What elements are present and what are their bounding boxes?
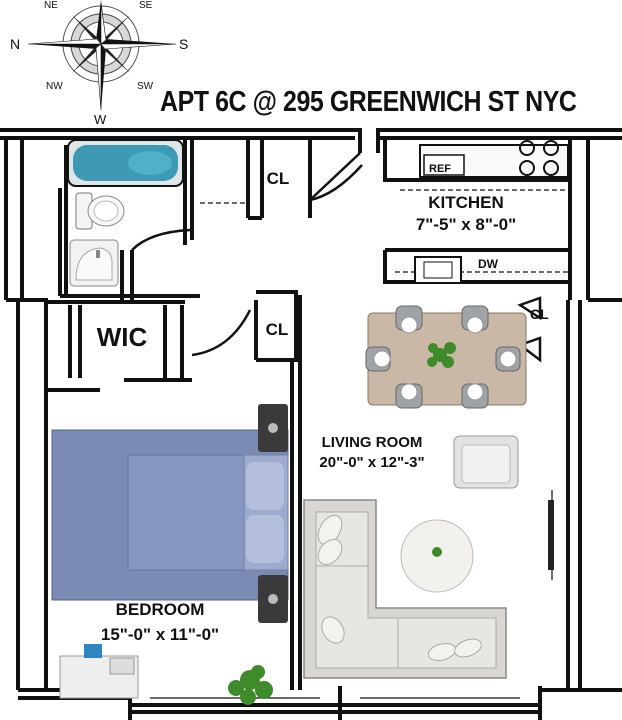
compass-sw: SW: [137, 81, 154, 92]
nightstands: [258, 404, 288, 623]
kitchen-counter: [414, 140, 569, 284]
coffee-table: [400, 519, 474, 593]
closet-dining-label: CL: [530, 306, 549, 322]
door-swings: [131, 152, 542, 363]
sink: [69, 239, 119, 287]
tv: [548, 500, 554, 570]
toilet: [75, 192, 125, 230]
compass-ne: NE: [44, 0, 58, 11]
bed: [51, 429, 289, 601]
compass-rose-icon: [27, 0, 177, 111]
bedroom-label: BEDROOM: [116, 600, 205, 619]
plant: [228, 665, 273, 705]
armchair: [453, 435, 519, 489]
dw-label: DW: [478, 257, 499, 271]
compass-nw: NW: [46, 81, 63, 92]
closet-top-label: CL: [267, 169, 290, 188]
compass-w: W: [94, 112, 107, 127]
walls: [0, 128, 622, 720]
kitchen-dims: 7"-5" x 8"-0": [416, 215, 516, 234]
sectional-sofa: [303, 499, 507, 679]
dining-set: [365, 305, 527, 409]
closet-mid-label: CL: [266, 320, 289, 339]
compass-s: S: [179, 36, 188, 52]
desk: [59, 644, 139, 699]
bedroom-dims: 15"-0" x 11"-0": [101, 625, 219, 644]
compass-n: N: [10, 36, 20, 52]
ref-label: REF: [429, 163, 451, 175]
page-title: APT 6C @ 295 GREENWICH ST NYC: [160, 86, 577, 118]
kitchen-label: KITCHEN: [428, 193, 504, 212]
compass-se: SE: [139, 0, 153, 11]
living-room-dims: 20"-0" x 12"-3": [319, 454, 424, 471]
wic-label: WIC: [97, 322, 148, 352]
bathtub: [67, 139, 184, 187]
living-room-label: LIVING ROOM: [322, 434, 423, 451]
